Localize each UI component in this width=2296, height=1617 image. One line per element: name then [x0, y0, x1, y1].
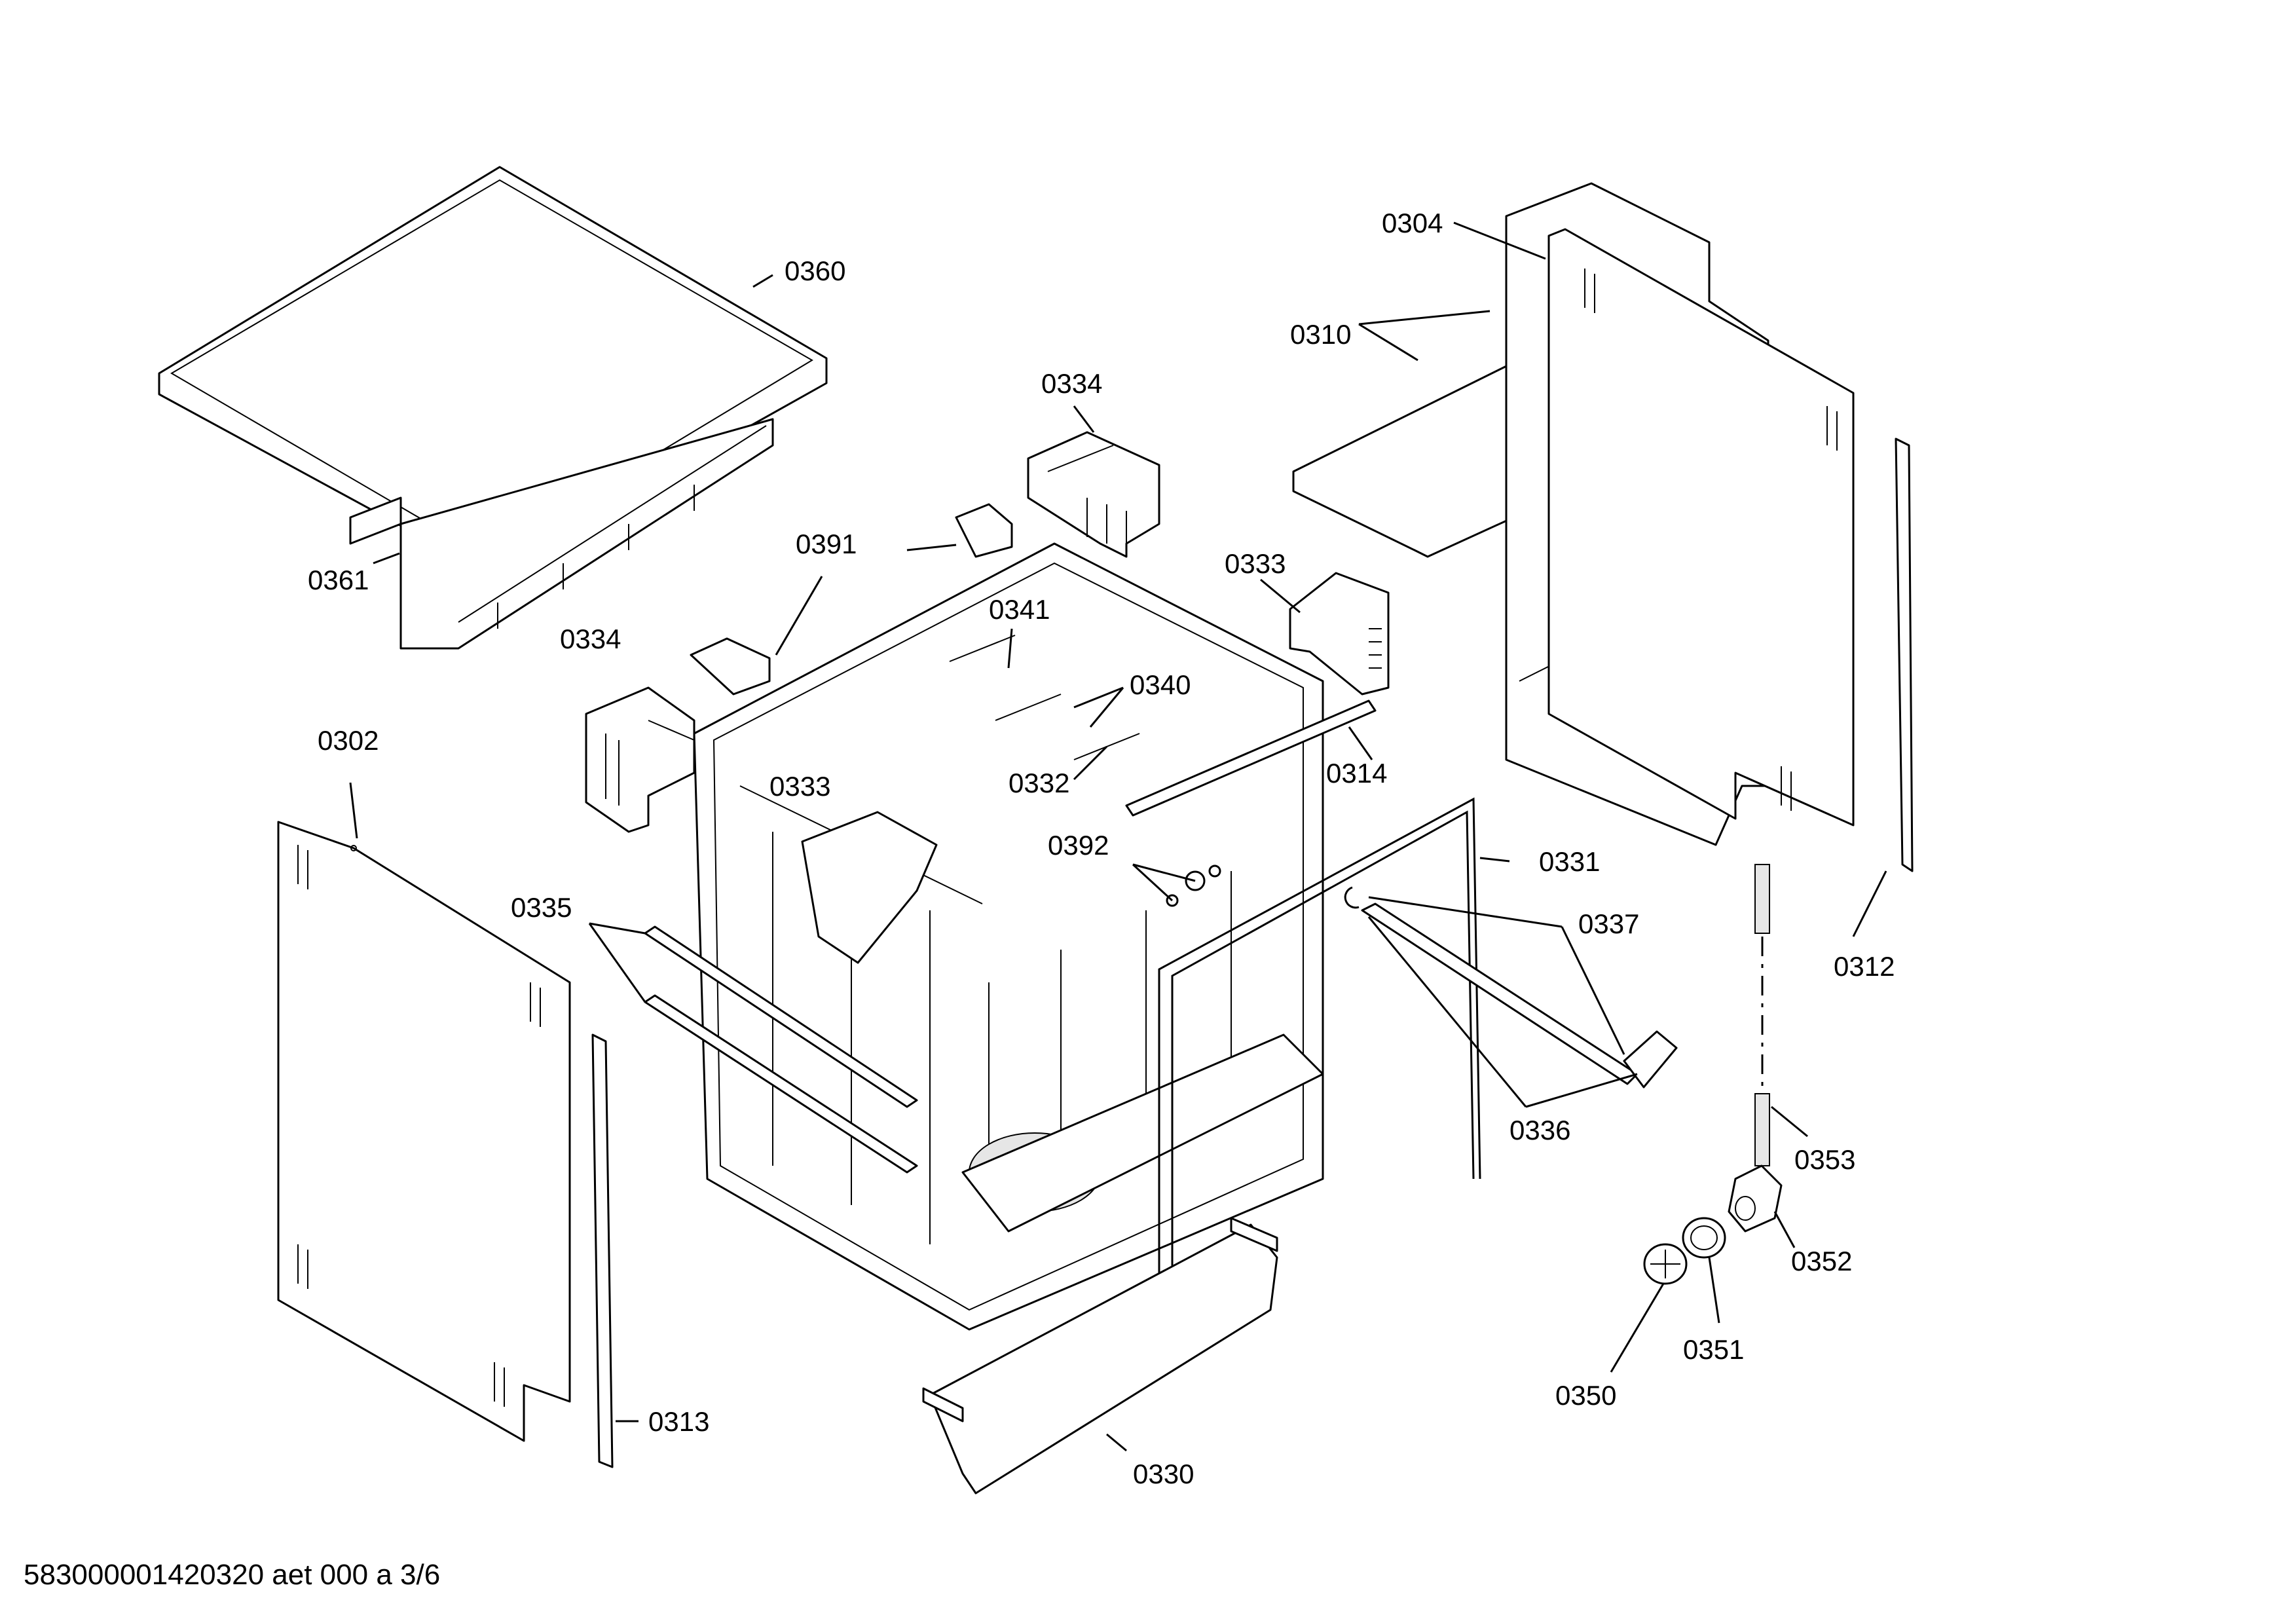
label-0392: 0392: [1048, 830, 1109, 861]
leader-lines: [349, 221, 1887, 1452]
part-0331-seal: [1158, 797, 1481, 1356]
part-0333-bracket-right: [1289, 572, 1390, 696]
label-0352: 0352: [1791, 1246, 1852, 1276]
part-0391-bracket: [690, 503, 1013, 696]
label-0332: 0332: [1009, 768, 1069, 798]
label-0351: 0351: [1683, 1334, 1744, 1365]
label-0334-top: 0334: [1041, 368, 1102, 399]
label-0391: 0391: [796, 529, 857, 559]
label-0304: 0304: [1382, 208, 1443, 238]
part-0353-hose: [1754, 864, 1770, 1166]
part-0312-strip: [1895, 437, 1914, 872]
label-0360: 0360: [785, 255, 845, 286]
part-0335-rail: [644, 925, 918, 1174]
part-0392-fittings: [1166, 864, 1221, 907]
part-0334-clip-left: [585, 686, 695, 833]
part-0314-bar: [1125, 699, 1377, 817]
part-labels: 0360 0361 0334 0391 0341 0340 0333 0334 …: [308, 208, 1895, 1489]
label-0310: 0310: [1290, 319, 1351, 350]
label-0350: 0350: [1555, 1380, 1616, 1411]
part-0330-kickplate: [922, 1217, 1278, 1495]
label-0333-left: 0333: [769, 771, 830, 802]
part-0336-spray-arm: [1344, 886, 1678, 1088]
label-0341: 0341: [989, 594, 1050, 625]
label-0353: 0353: [1794, 1144, 1855, 1175]
part-0313-strip: [591, 1033, 614, 1468]
label-0331: 0331: [1539, 846, 1600, 877]
part-0352-valve: [1728, 1164, 1783, 1233]
part-0351-nut: [1682, 1217, 1726, 1259]
label-0312: 0312: [1834, 951, 1895, 982]
label-0334-left: 0334: [560, 623, 621, 654]
part-0360-worktop: [158, 166, 828, 650]
label-0330: 0330: [1133, 1459, 1194, 1489]
label-0335: 0335: [511, 892, 572, 923]
part-0302-side-panel: [277, 821, 571, 1442]
label-0302: 0302: [318, 725, 379, 756]
label-0313: 0313: [648, 1406, 709, 1437]
part-0333-bracket-left: [801, 811, 938, 964]
label-0340: 0340: [1130, 669, 1191, 700]
label-0337: 0337: [1578, 908, 1639, 939]
part-0350-filter: [1643, 1243, 1688, 1285]
label-0314: 0314: [1326, 758, 1387, 789]
label-0333-right: 0333: [1225, 548, 1286, 579]
label-0361: 0361: [308, 565, 369, 595]
document-code: 583000001420320 aet 000 a 3/6: [24, 1559, 441, 1591]
label-0336: 0336: [1509, 1115, 1570, 1145]
part-0334-clip-top: [1027, 431, 1160, 558]
part-0304-side-panel: [1547, 228, 1855, 827]
